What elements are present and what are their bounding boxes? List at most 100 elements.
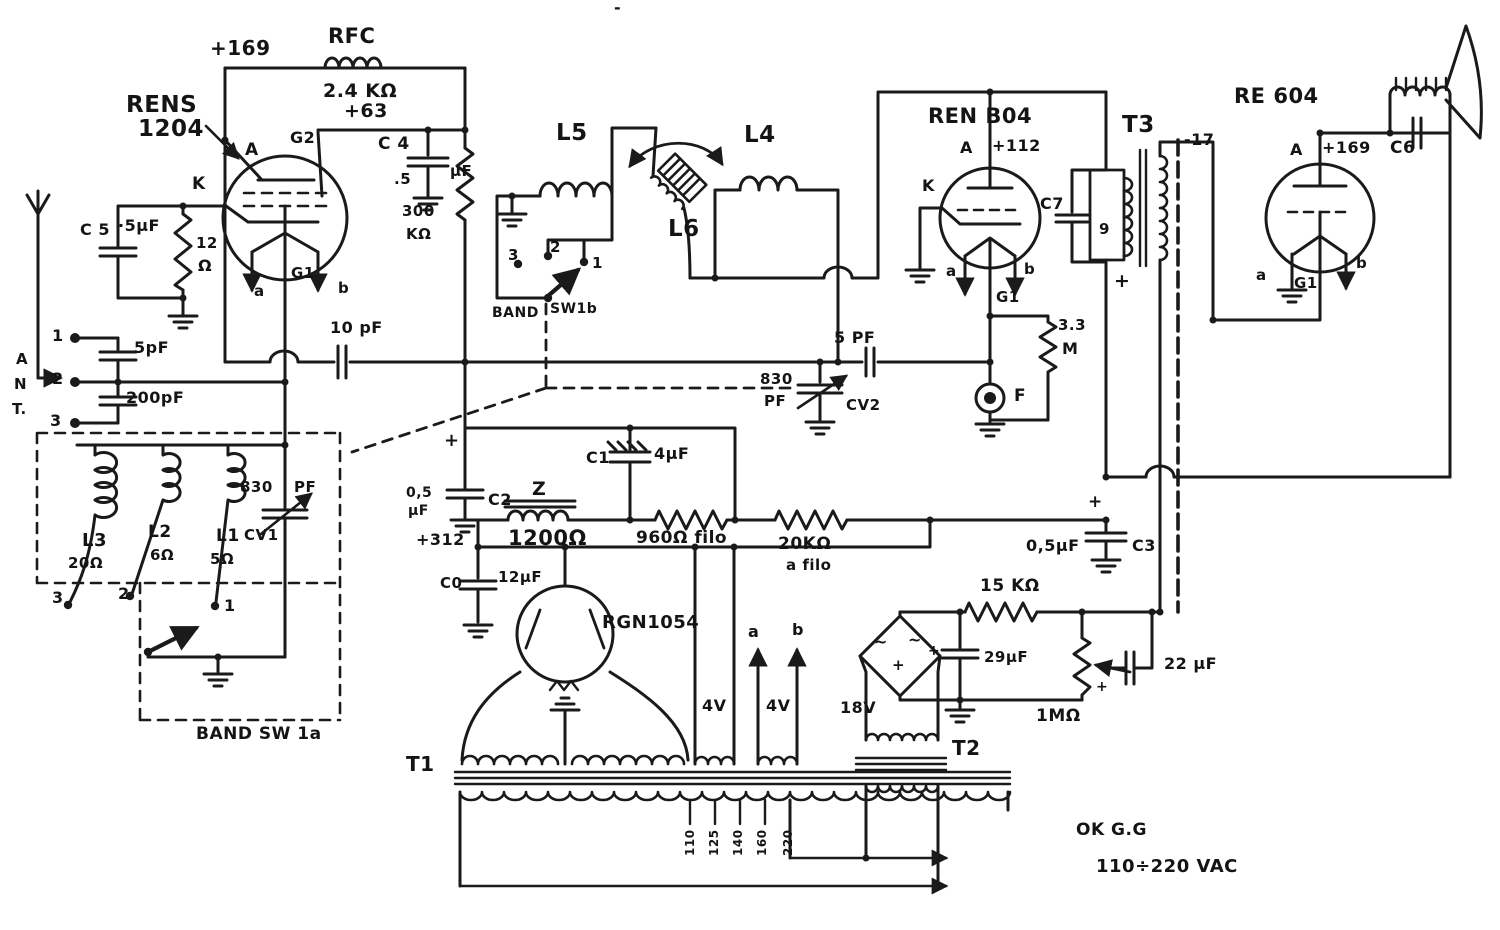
label-tube1-k: K (192, 174, 206, 194)
label-tube1-name-2: 1204 (138, 116, 205, 142)
coil-l1 (214, 443, 247, 604)
t2-secondary-18v (864, 732, 940, 742)
t1-primary-winding (458, 790, 1012, 802)
label-t2: T2 (952, 736, 981, 760)
band-switch-1a (35, 431, 342, 722)
label-c22: 22 µF (1164, 654, 1218, 673)
label-tap-140: 140 (731, 829, 745, 856)
cap-5pf-2 (864, 346, 876, 378)
t3-primary (1122, 176, 1134, 258)
label-t3-turns: 9 (1099, 220, 1110, 238)
label-c4-val-2: µF (450, 162, 473, 180)
cap-c4 (406, 128, 450, 198)
rgn-bell (460, 670, 690, 762)
label-plus312: +312 (416, 530, 465, 549)
label-l2-val: 6Ω (150, 546, 175, 564)
junction-dots (63, 88, 1394, 890)
label-r960: 960Ω filo (636, 528, 728, 548)
resistor-20k (773, 509, 849, 531)
label-r12-1: 12 (196, 234, 218, 252)
label-l6: L6 (668, 216, 700, 242)
label-c2-val-1: 0,5 (406, 485, 433, 501)
coil-l2 (130, 443, 182, 596)
label-ant-term-1: 1 (52, 326, 64, 345)
label-t1: T1 (406, 752, 435, 776)
t1-voltage-taps (688, 798, 767, 826)
label-cv2-val-2: PF (764, 392, 787, 410)
label-l1: L1 (216, 526, 240, 546)
label-tube1-g2: G2 (290, 128, 316, 147)
label-mains-label: 110÷220 VAC (1096, 856, 1238, 877)
label-bridge-plus: + (892, 656, 906, 674)
label-tap-220: 220 (781, 829, 795, 856)
label-cv1: CV1 (244, 526, 279, 544)
rectifier-and-t1 (453, 545, 1012, 888)
label-sw1a-name: BAND SW 1a (196, 724, 322, 744)
label-winding-4v-2: 4V (766, 696, 791, 715)
antenna-caps (98, 336, 138, 425)
label-fil-b: b (792, 620, 804, 639)
label-c7: C7 (1040, 194, 1064, 213)
label-okgg: OK G.G (1076, 820, 1147, 840)
label-c0: C0 (440, 574, 463, 592)
t2-primary (864, 784, 940, 794)
label-tap-125: 125 (707, 829, 721, 856)
sw1b-wiper (545, 267, 582, 299)
label-r15k: 15 KΩ (980, 576, 1040, 596)
label-r12-2: Ω (198, 256, 213, 275)
label-rfc-value: 2.4 KΩ (323, 80, 398, 102)
label-r300k-2: KΩ (406, 225, 432, 243)
cap-cv2 (796, 360, 844, 422)
label-c5: C 5 (80, 220, 110, 239)
label-c4: C 4 (378, 134, 410, 154)
label-sw1b-2: 2 (550, 238, 561, 256)
coupling-line (223, 344, 988, 436)
label-fil-a: a (748, 622, 760, 641)
label-cv2-val-1: 830 (760, 370, 793, 388)
cap-c0 (458, 545, 498, 624)
t1-4v-winding-1 (693, 755, 736, 766)
label-r1m: 1MΩ (1036, 706, 1081, 726)
label-r20k-1: 20KΩ (778, 534, 832, 554)
label-bridge-ac-1: ~ (874, 632, 888, 651)
label-tube3-pin-g1: G1 (1294, 274, 1318, 292)
label-plus169-left: +169 (210, 36, 271, 60)
label-cv1-val-2: PF (294, 478, 317, 496)
coil-l4 (738, 175, 799, 192)
label-r20k-2: a filo (786, 556, 832, 574)
label-tube3-pin-a: a (1256, 266, 1267, 284)
tube-renb04 (904, 90, 1058, 438)
cap-c1 (606, 426, 652, 522)
mains-lines (458, 849, 949, 895)
label-cap-5pf: 5pF (134, 338, 170, 357)
label-l5: L5 (556, 120, 588, 146)
label-cv2: CV2 (846, 396, 881, 414)
rfc-choke-coil (323, 56, 383, 70)
t1-4v-winding-2 (756, 755, 799, 766)
label-c3: C3 (1132, 536, 1156, 555)
transformer-t3 (1054, 90, 1322, 614)
t1-filament-winding-right (570, 754, 686, 766)
label-t2-18v: 18V (840, 698, 877, 717)
tube1-pointer-arrow (204, 124, 240, 160)
label-tube2-k: K (922, 176, 935, 195)
t1-core (453, 770, 1012, 786)
label-cap-200pf: 200pF (126, 388, 185, 407)
label-tube3-a: A (1290, 140, 1303, 159)
label-r300k-1: 300 (402, 202, 435, 220)
antenna-icon (25, 189, 51, 380)
label-r33m-2: M (1062, 339, 1079, 358)
label-z-val: 1200Ω (508, 526, 587, 550)
label-jack-f: F (1014, 386, 1027, 406)
cap-c6 (1411, 116, 1423, 150)
label-winding-4v-1: 4V (702, 696, 727, 715)
label-tube1-pin-a: a (254, 282, 265, 300)
cap-cv1 (261, 443, 309, 659)
potentiometer-1m (1072, 610, 1092, 702)
label-sw1a-2: 2 (118, 584, 130, 603)
label-cv1-val-1: 830 (240, 478, 273, 496)
label-cap-10pf: 10 pF (330, 318, 383, 337)
label-ant-t: T. (12, 400, 27, 418)
label-l3-val: 20Ω (68, 554, 104, 572)
